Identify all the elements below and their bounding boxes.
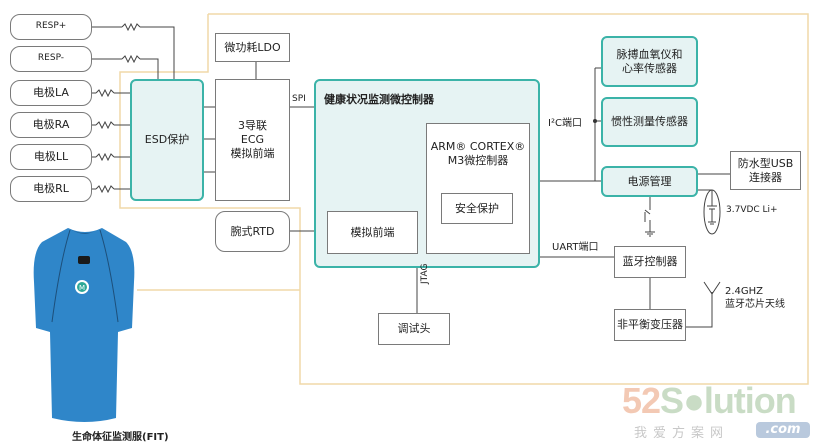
power-mgmt-label: 电源管理: [627, 174, 672, 188]
electrode-ra: 电极RA: [10, 112, 92, 138]
esd-label: ESD保护: [144, 133, 190, 147]
electrode-la: 电极LA: [10, 80, 92, 106]
bt-controller-label: 蓝牙控制器: [622, 255, 678, 269]
electrode-la-label: 电极LA: [33, 86, 69, 100]
resistor-resp-plus: [121, 22, 141, 32]
imu-label: 惯性测量传感器: [611, 115, 688, 129]
usb-label: 防水型USB 连接器: [737, 156, 794, 184]
shirt-caption: 生命体征监测服(FIT): [72, 432, 169, 443]
pulse-ox-label: 脉搏血氧仪和 心率传感器: [616, 47, 683, 75]
uart-port-label: UART端口: [552, 242, 599, 253]
mcu-title: 健康状况监测微控制器: [324, 93, 434, 106]
rtd-label: 腕式RTD: [230, 224, 275, 238]
analog-front-end-block: 模拟前端: [327, 211, 418, 254]
bluetooth-controller-block: 蓝牙控制器: [614, 246, 686, 278]
shirt-image: M: [33, 228, 135, 422]
resp-wires: [92, 22, 175, 79]
i2c-port-label: I²C端口: [548, 118, 582, 129]
battery-icon: [703, 189, 721, 235]
watermark-slogan: 我爱方案网: [634, 426, 730, 441]
ecg-afe-label: 3导联 ECG 模拟前端: [230, 119, 275, 160]
arm-core-label: ARM® CORTEX® M3微控制器: [430, 140, 526, 168]
debug-header-block: 调试头: [378, 313, 450, 345]
security-label: 安全保护: [455, 201, 499, 215]
i2c-junction-dot: [593, 119, 597, 123]
usb-connector-block: 防水型USB 连接器: [730, 151, 801, 190]
arm-cortex-m3-block: ARM® CORTEX® M3微控制器 安全保护: [426, 123, 530, 254]
ldo-block: 微功耗LDO: [215, 33, 290, 62]
resp-minus-label: RESP-: [37, 53, 65, 64]
security-block: 安全保护: [441, 193, 513, 224]
watermark-s: S: [660, 380, 684, 421]
antenna-icon: [703, 281, 721, 295]
pulse-oximeter-block: 脉搏血氧仪和 心率传感器: [601, 36, 698, 87]
resistor-resp-minus: [121, 54, 141, 64]
jtag-label: JTAG: [420, 263, 430, 284]
ldo-label: 微功耗LDO: [224, 40, 281, 54]
battery-label: 3.7VDC Li+: [726, 205, 778, 215]
imu-block: 惯性测量传感器: [601, 97, 698, 147]
balun-label: 非平衡变压器: [617, 318, 683, 332]
antenna-label: 2.4GHZ 蓝牙芯片天线: [725, 286, 785, 310]
watermark-number: 52: [622, 380, 661, 421]
watermark-word: lution: [703, 380, 797, 421]
resp-minus-input: RESP-: [10, 46, 92, 72]
afe-label: 模拟前端: [350, 225, 395, 239]
debug-header-label: 调试头: [397, 322, 431, 336]
electrode-ll-label: 电极LL: [33, 150, 69, 164]
sensor-pod: [78, 256, 90, 264]
ecg-afe-block: 3导联 ECG 模拟前端: [215, 79, 290, 201]
watermark: 52S●lution 我爱方案网 .com: [620, 380, 813, 442]
electrode-rl-label: 电极RL: [33, 182, 69, 196]
resp-plus-input: RESP+: [10, 14, 92, 40]
electrode-ll: 电极LL: [10, 144, 92, 170]
system-frame: [119, 13, 809, 385]
power-management-block: 电源管理: [601, 166, 698, 197]
wrist-rtd-block: 腕式RTD: [215, 211, 290, 252]
resp-plus-label: RESP+: [35, 21, 67, 32]
spi-label: SPI: [292, 94, 306, 104]
electrode-ra-label: 电极RA: [32, 118, 70, 132]
watermark-domain: .com: [756, 422, 810, 438]
electrode-rl: 电极RL: [10, 176, 92, 202]
health-monitor-mcu-block: 健康状况监测微控制器 模拟前端 ARM® CORTEX® M3微控制器 安全保护: [314, 79, 540, 268]
balun-block: 非平衡变压器: [614, 309, 686, 341]
esd-protection-block: ESD保护: [130, 79, 204, 201]
electrode-wires: [92, 88, 130, 194]
svg-text:M: M: [79, 284, 85, 292]
